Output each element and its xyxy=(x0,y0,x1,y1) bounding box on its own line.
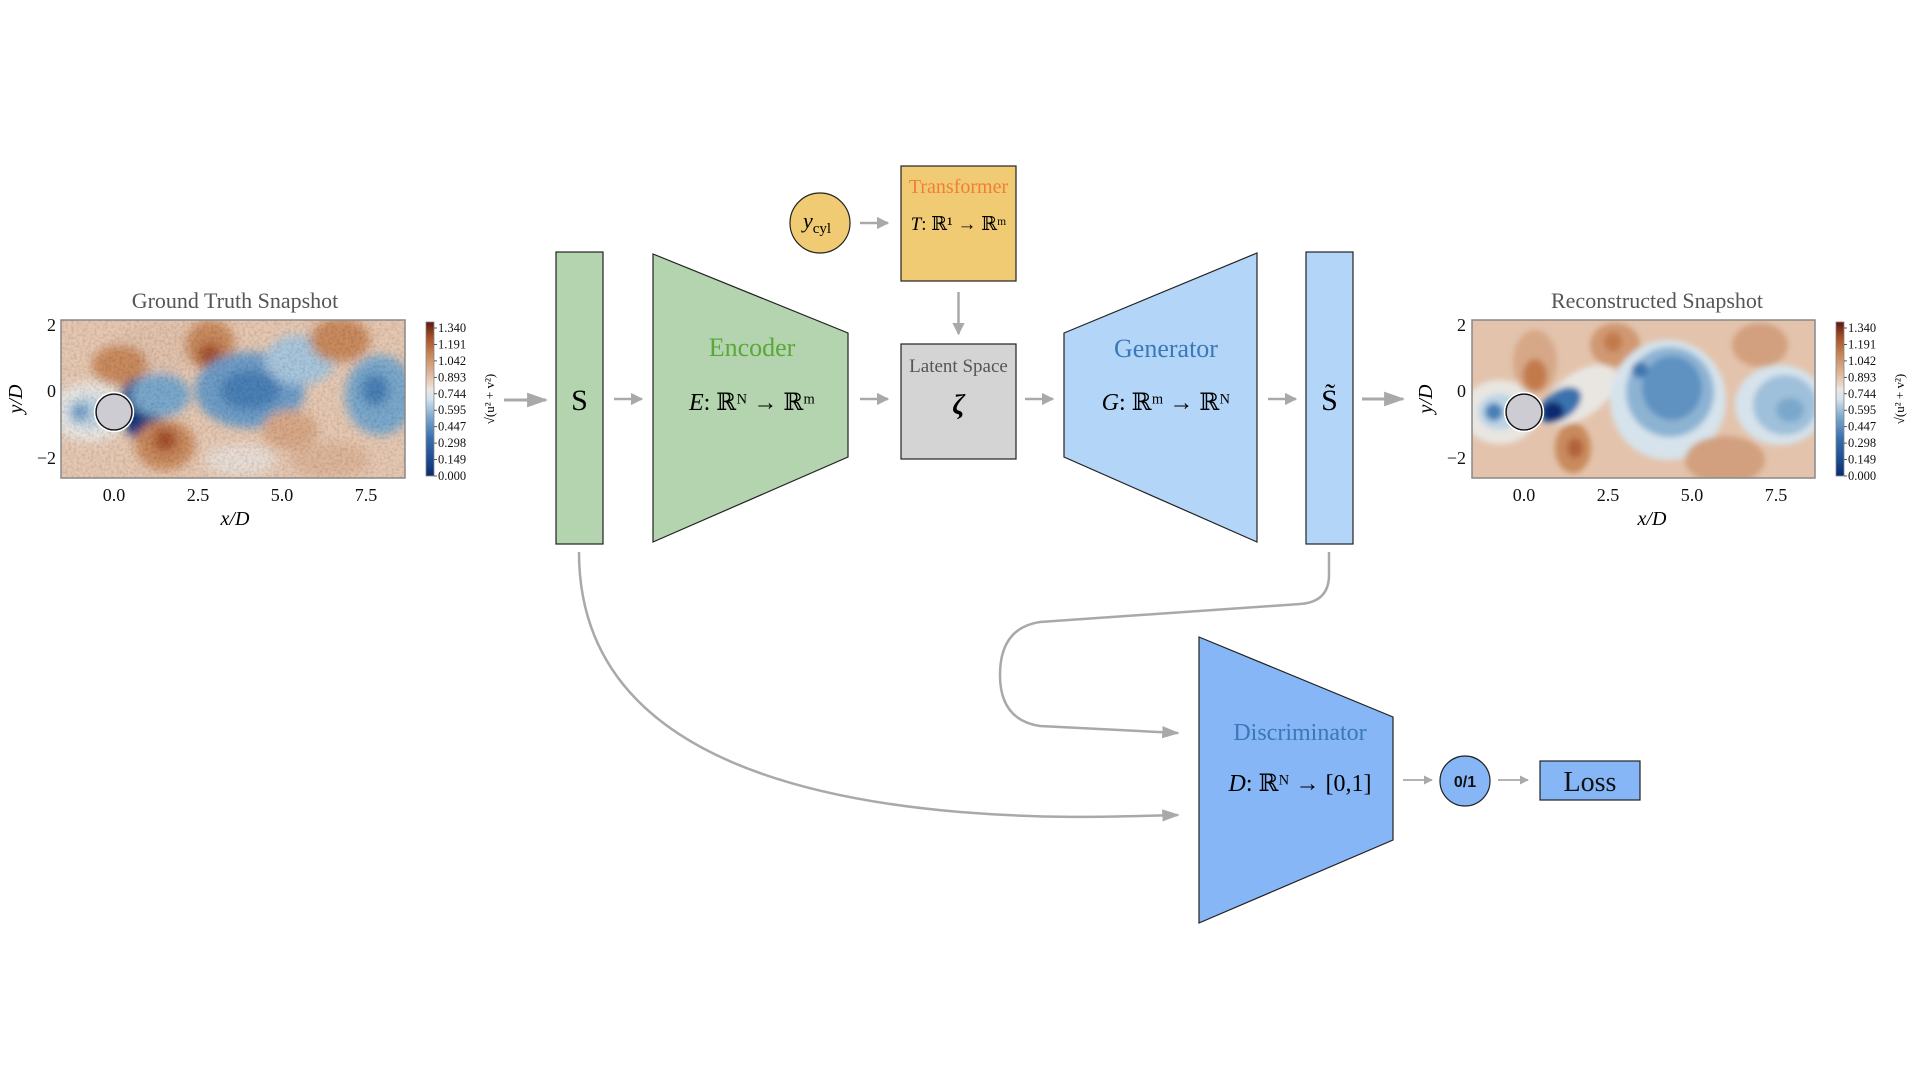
colorbar-tick-label: 0.447 xyxy=(1848,420,1876,434)
input-vector-s: S xyxy=(555,251,604,545)
ground-truth-xlabel: x/D xyxy=(220,508,250,530)
xtick: 2.5 xyxy=(1597,485,1620,505)
ground-truth-yticks: 2 0 −2 xyxy=(37,315,56,468)
reconstructed-xlabel: x/D xyxy=(1637,508,1667,530)
cylinder-marker xyxy=(95,393,133,431)
reconstructed-field xyxy=(1472,320,1815,478)
colorbar-tick-label: 1.042 xyxy=(1848,354,1876,368)
ground-truth-xticks: 0.0 2.5 5.0 7.5 xyxy=(103,485,378,505)
encoder-title: Encoder xyxy=(709,333,796,362)
transformer-formula-lhs: T xyxy=(911,214,923,235)
output-vector-label: S̃ xyxy=(1321,384,1338,417)
ytick: 0 xyxy=(1457,381,1466,401)
xtick: 0.0 xyxy=(103,485,126,505)
reconstructed-colorbar-ticks: 1.340 1.191 1.042 0.893 0.744 0.595 0.447 0.298… xyxy=(1844,321,1877,483)
ground-truth-axes-frame xyxy=(60,319,406,479)
output-vector-stilde: S̃ xyxy=(1305,251,1354,545)
reconstructed-yticks: 2 0 −2 xyxy=(1447,315,1466,468)
ytick: 2 xyxy=(1457,315,1466,335)
colorbar-tick-label: 0.000 xyxy=(1848,469,1876,483)
reconstructed-xticks: 0.0 2.5 5.0 7.5 xyxy=(1513,485,1788,505)
ytick: −2 xyxy=(37,448,56,468)
ground-truth-ylabel: y/D xyxy=(5,384,27,415)
loss-label: Loss xyxy=(1564,767,1617,798)
ytick: −2 xyxy=(1447,448,1466,468)
xtick: 0.0 xyxy=(1513,485,1536,505)
reconstructed-plot: Reconstructed Snapshot xyxy=(1415,288,1907,530)
discriminator-block: Discriminator D: ℝᴺ → [0,1] xyxy=(1198,636,1394,924)
generator-formula-lhs: G xyxy=(1102,390,1119,416)
discriminator-formula-lhs: D xyxy=(1227,771,1245,797)
transformer-title: Transformer xyxy=(909,176,1009,198)
ground-truth-field xyxy=(61,320,405,478)
decision-label: 0/1 xyxy=(1454,774,1476,791)
latent-space-block: Latent Space ζ xyxy=(900,343,1017,460)
transformer-block: Transformer T: ℝ¹ → ℝᵐ xyxy=(900,165,1017,282)
encoder-formula-lhs: E xyxy=(688,390,704,416)
latent-title: Latent Space xyxy=(909,356,1008,377)
encoder-block: Encoder E: ℝᴺ → ℝᵐ xyxy=(652,253,849,543)
arrow-s-to-discriminator xyxy=(577,551,1180,822)
xtick: 5.0 xyxy=(1681,485,1704,505)
colorbar-tick-label: 0.595 xyxy=(438,403,466,417)
colorbar-tick-label: 0.893 xyxy=(438,370,466,384)
generator-block: Generator G: ℝᵐ → ℝᴺ xyxy=(1063,252,1258,543)
encoder-formula: E: ℝᴺ → ℝᵐ xyxy=(688,390,815,416)
ground-truth-title: Ground Truth Snapshot xyxy=(132,288,339,313)
ycyl-input: ycyl xyxy=(789,192,851,254)
reconstructed-axes-frame xyxy=(1471,319,1816,479)
colorbar-tick-label: 0.149 xyxy=(438,453,466,467)
latent-symbol: ζ xyxy=(952,390,966,421)
discriminator-formula: D: ℝᴺ → [0,1] xyxy=(1227,771,1371,797)
colorbar-tick-label: 1.340 xyxy=(438,321,466,335)
reconstructed-ylabel: y/D xyxy=(1415,384,1437,415)
ground-truth-colorbar-label: √(u² + v²) xyxy=(482,374,497,424)
ycyl-subscript: cyl xyxy=(813,221,831,237)
arrow-stilde-to-discriminator xyxy=(998,552,1331,739)
ground-truth-colorbar xyxy=(425,321,435,477)
input-vector-label: S xyxy=(571,384,588,417)
ytick: 2 xyxy=(47,315,56,335)
xtick: 5.0 xyxy=(271,485,294,505)
reconstructed-colorbar-label: √(u² + v²) xyxy=(1892,374,1907,424)
ytick: 0 xyxy=(47,381,56,401)
generator-formula: G: ℝᵐ → ℝᴺ xyxy=(1102,390,1231,416)
discriminator-formula-rhs: : ℝᴺ → [0,1] xyxy=(1246,771,1372,797)
xtick: 2.5 xyxy=(187,485,210,505)
discriminator-title: Discriminator xyxy=(1233,720,1366,746)
transformer-formula: T: ℝ¹ → ℝᵐ xyxy=(911,214,1007,235)
colorbar-tick-label: 0.447 xyxy=(438,420,466,434)
loss-block: Loss xyxy=(1539,760,1641,801)
encoder-formula-rhs: : ℝᴺ → ℝᵐ xyxy=(704,390,816,416)
generator-title: Generator xyxy=(1114,334,1218,363)
colorbar-tick-label: 1.191 xyxy=(438,337,466,351)
xtick: 7.5 xyxy=(1765,485,1788,505)
generator-formula-rhs: : ℝᵐ → ℝᴺ xyxy=(1119,390,1230,416)
ycyl-label: ycyl xyxy=(801,208,831,237)
colorbar-tick-label: 0.298 xyxy=(438,436,466,450)
ground-truth-colorbar-ticks: 1.340 1.191 1.042 0.893 0.744 0.595 0.447 0.298… xyxy=(434,321,467,483)
colorbar-tick-label: 1.042 xyxy=(438,354,466,368)
colorbar-tick-label: 0.298 xyxy=(1848,436,1876,450)
colorbar-tick-label: 1.191 xyxy=(1848,337,1876,351)
colorbar-tick-label: 0.000 xyxy=(438,469,466,483)
colorbar-tick-label: 0.149 xyxy=(1848,453,1876,467)
decision-node: 0/1 xyxy=(1439,755,1491,807)
colorbar-tick-label: 0.595 xyxy=(1848,403,1876,417)
reconstructed-colorbar xyxy=(1835,321,1845,477)
ground-truth-plot: Ground Truth Snapshot xyxy=(5,288,497,530)
colorbar-tick-label: 0.744 xyxy=(438,387,467,401)
transformer-formula-rhs: : ℝ¹ → ℝᵐ xyxy=(921,214,1006,235)
colorbar-tick-label: 0.893 xyxy=(1848,370,1876,384)
xtick: 7.5 xyxy=(355,485,378,505)
cylinder-marker xyxy=(1505,393,1543,431)
colorbar-tick-label: 1.340 xyxy=(1848,321,1876,335)
colorbar-tick-label: 0.744 xyxy=(1848,387,1877,401)
reconstructed-title: Reconstructed Snapshot xyxy=(1551,288,1763,313)
ycyl-symbol: y xyxy=(801,208,813,233)
